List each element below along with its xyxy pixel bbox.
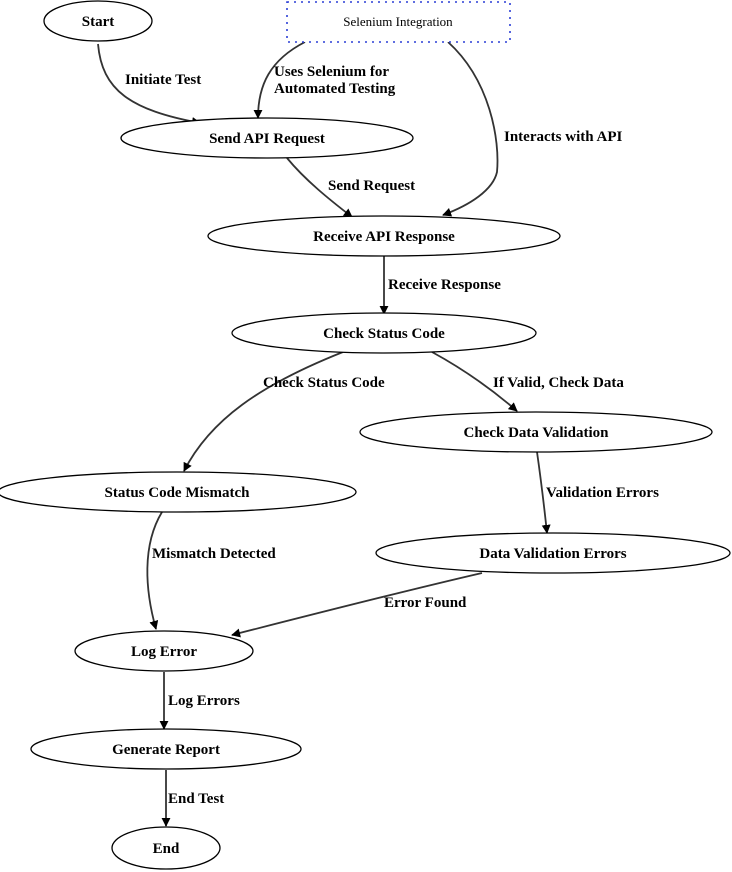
- node-send-request: Send API Request: [120, 117, 414, 159]
- node-generate-report-label: Generate Report: [112, 742, 220, 758]
- node-receive-response: Receive API Response: [207, 215, 561, 257]
- edge-status-to-mismatch: [183, 351, 344, 472]
- edge-label-error-found: Error Found: [384, 595, 467, 611]
- edge-label-if-valid: If Valid, Check Data: [493, 375, 624, 391]
- edge-label-send-request: Send Request: [328, 178, 415, 194]
- node-check-status-label: Check Status Code: [323, 326, 445, 342]
- node-start: Start: [43, 0, 153, 42]
- edge-mismatch-to-log: [146, 511, 163, 630]
- edge-errors-to-log: [231, 572, 483, 638]
- edge-selenium-to-receive: [442, 41, 499, 217]
- node-data-errors-label: Data Validation Errors: [479, 546, 626, 562]
- edge-label-check-status-code: Check Status Code: [263, 375, 385, 391]
- edge-label-uses-selenium-2: Automated Testing: [274, 81, 396, 97]
- node-status-mismatch-label: Status Code Mismatch: [105, 485, 251, 501]
- node-end-label: End: [153, 841, 180, 857]
- node-log-error-label: Log Error: [131, 644, 197, 660]
- edge-send-to-receive: [286, 157, 353, 218]
- node-generate-report: Generate Report: [30, 728, 302, 770]
- node-check-data-label: Check Data Validation: [463, 425, 609, 441]
- edge-label-initiate-test: Initiate Test: [125, 72, 201, 88]
- node-end: End: [111, 826, 221, 870]
- node-status-mismatch: Status Code Mismatch: [0, 471, 357, 513]
- edge-start-to-send: [97, 43, 201, 126]
- edge-label-validation-errors: Validation Errors: [546, 485, 659, 501]
- edges: [97, 41, 551, 827]
- edge-label-uses-selenium-1: Uses Selenium for: [274, 64, 389, 80]
- edge-label-interacts-api: Interacts with API: [504, 129, 622, 145]
- edge-status-to-data: [431, 351, 518, 412]
- edge-label-end-test: End Test: [168, 791, 224, 807]
- edge-label-log-errors: Log Errors: [168, 693, 240, 709]
- node-send-request-label: Send API Request: [209, 131, 325, 147]
- node-selenium-label: Selenium Integration: [343, 14, 453, 29]
- edge-labels: Initiate Test Uses Selenium for Automate…: [125, 64, 659, 807]
- edge-selenium-to-send: [253, 41, 306, 119]
- edge-label-receive-response: Receive Response: [388, 277, 501, 293]
- node-selenium: Selenium Integration: [286, 1, 511, 43]
- node-data-errors: Data Validation Errors: [375, 532, 731, 574]
- node-check-status: Check Status Code: [231, 312, 537, 354]
- node-receive-response-label: Receive API Response: [313, 229, 455, 245]
- node-log-error: Log Error: [74, 630, 254, 672]
- edge-data-to-errors: [536, 451, 551, 534]
- node-start-label: Start: [82, 14, 115, 30]
- edge-label-mismatch-detected: Mismatch Detected: [152, 546, 276, 562]
- node-check-data: Check Data Validation: [359, 411, 713, 453]
